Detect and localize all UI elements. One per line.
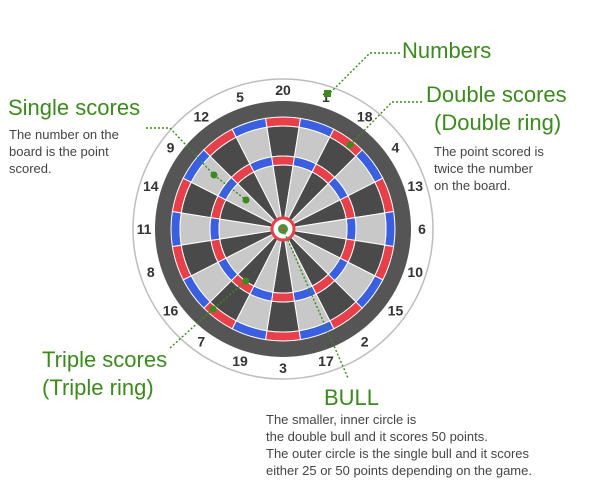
single-desc-line: board is the point	[9, 144, 109, 159]
double-desc-line: on the board.	[434, 178, 511, 193]
pointer-dot	[209, 305, 217, 313]
single-leader-line-2	[213, 174, 247, 201]
sector-number: 12	[194, 109, 210, 125]
bull-desc-line: either 25 or 50 points depending on the …	[266, 463, 532, 478]
sector-number: 9	[167, 139, 175, 155]
triple-ring-segment	[271, 291, 295, 303]
pointer-dot	[242, 277, 250, 285]
pointer-dot	[346, 141, 354, 149]
bull-title: BULL	[324, 385, 380, 410]
single-scores-description: The number on the board is the point sco…	[9, 126, 159, 177]
numbers-label: Numbers	[402, 38, 492, 63]
sector-number: 6	[418, 221, 426, 237]
sector-number: 7	[197, 333, 205, 349]
sector-number: 10	[407, 264, 423, 280]
sector-number: 14	[143, 178, 159, 194]
pointer-dot	[210, 171, 218, 179]
double-desc-line: The point scored is	[434, 144, 544, 159]
single-scores-title: Single scores	[8, 95, 141, 120]
sector-number: 8	[147, 264, 155, 280]
sector-number: 13	[407, 178, 423, 194]
triple-leader-line-2	[169, 308, 214, 349]
outer-single-segment	[179, 212, 212, 246]
sector-number: 11	[137, 221, 152, 237]
sector-number: 3	[279, 360, 287, 376]
single-leader-line-1	[146, 127, 215, 176]
triple-scores-title: Triple scores	[42, 347, 168, 372]
triple-ring-segment	[271, 155, 295, 167]
bull-desc-line: the double bull and it scores 50 points.	[266, 429, 488, 444]
outer-single-segment	[266, 300, 300, 333]
outer-single-segment	[266, 125, 300, 158]
single-desc-line: scored.	[9, 161, 52, 176]
bull-desc-line: The outer circle is the single bull and …	[266, 446, 530, 461]
triple-ring-segment	[209, 217, 221, 241]
single-desc-line: The number on the	[9, 127, 119, 142]
bull-desc-line: The smaller, inner circle is	[266, 412, 417, 427]
bull-leader-line	[282, 228, 349, 379]
triple-ring-subtitle: (Triple ring)	[42, 375, 154, 400]
pointer-dot	[242, 196, 250, 204]
sector-number: 20	[275, 82, 291, 98]
sector-number: 2	[361, 333, 369, 349]
numbers-marker	[324, 90, 331, 97]
double-desc-line: twice the number	[434, 161, 533, 176]
double-scores-description: The point scored is twice the number on …	[434, 143, 594, 194]
double-leader-line	[349, 101, 422, 146]
double-scores-title: Double scores	[426, 82, 567, 107]
numbers-leader-line	[329, 52, 400, 94]
sector-number: 15	[388, 303, 404, 319]
sector-number: 17	[318, 353, 334, 369]
triple-leader-line-1	[212, 280, 247, 310]
double-ring-subtitle: (Double ring)	[434, 110, 562, 135]
sector-number: 5	[236, 89, 244, 105]
outer-single-segment	[354, 212, 387, 246]
sector-number: 16	[163, 303, 179, 319]
sector-number: 19	[232, 353, 248, 369]
sector-number: 18	[357, 109, 373, 125]
triple-ring-segment	[345, 217, 357, 241]
bull-description: The smaller, inner circle is the double …	[266, 411, 596, 479]
sector-number: 4	[392, 139, 400, 155]
